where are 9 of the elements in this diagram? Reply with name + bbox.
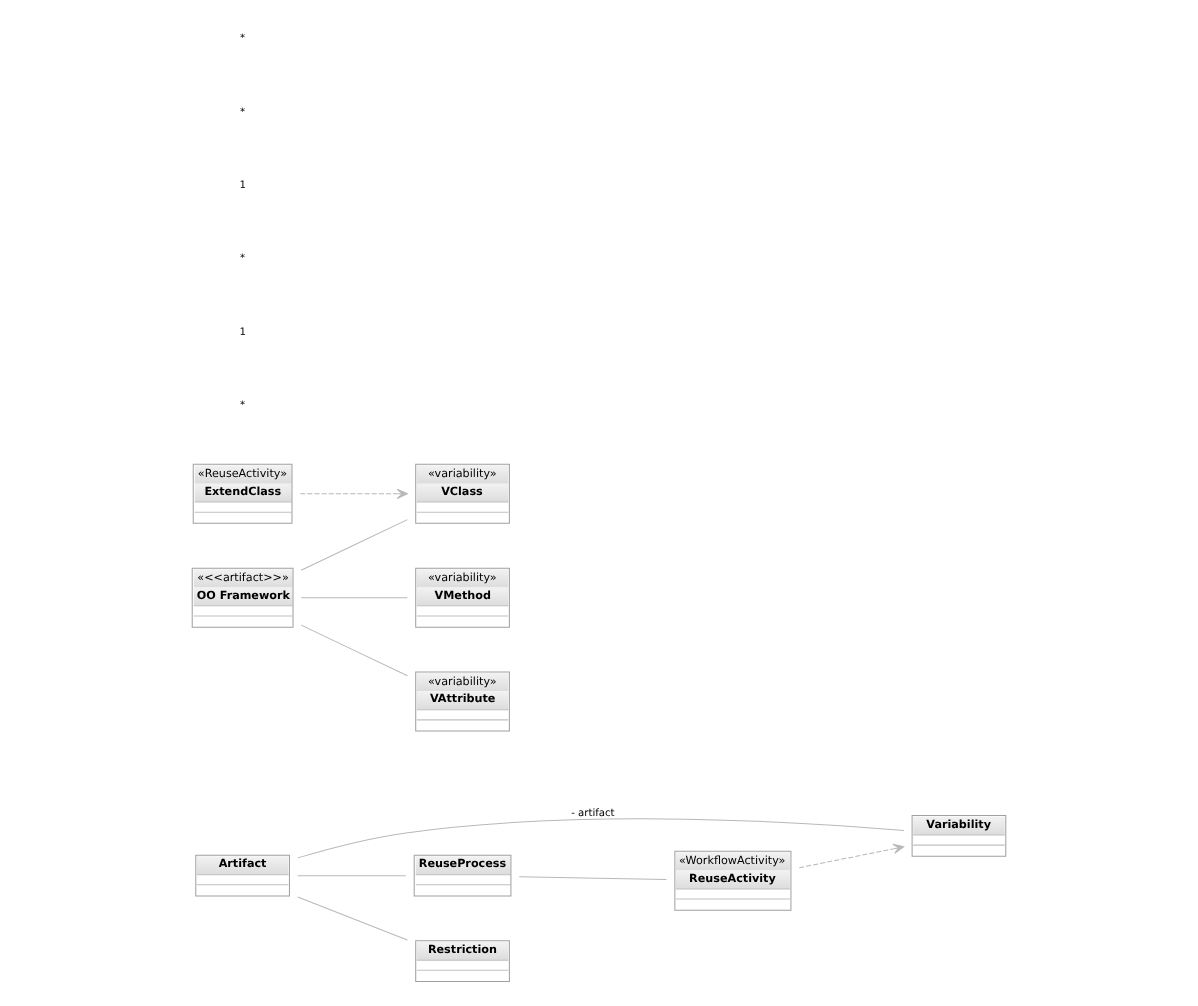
connector xyxy=(297,896,408,941)
connector xyxy=(300,624,408,677)
arrow xyxy=(798,843,905,869)
connector xyxy=(300,519,408,571)
connector xyxy=(518,876,667,881)
arrow xyxy=(299,488,408,499)
connector xyxy=(297,818,905,859)
connector xyxy=(297,875,407,877)
connector xyxy=(300,597,408,599)
